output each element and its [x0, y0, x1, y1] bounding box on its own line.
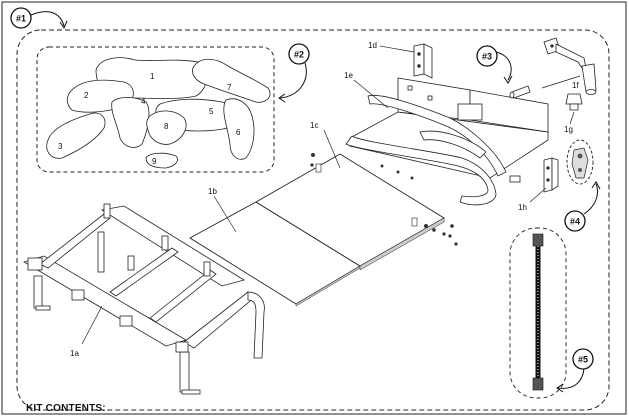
bracket-1h [543, 157, 559, 193]
callout-5: #5 [556, 348, 594, 393]
leader-1g [569, 111, 575, 125]
part-label-1h: 1h [518, 203, 527, 212]
log-label-6: 6 [236, 128, 241, 137]
kit-contents-heading: KIT CONTENTS: [26, 403, 106, 414]
callout-5-arrow [557, 368, 585, 389]
log-set-enclosure [36, 46, 275, 173]
leader-1c [323, 129, 341, 169]
orifice-fitting [509, 85, 531, 99]
log-labels: 1 2 3 4 5 6 7 8 9 [58, 72, 241, 166]
log-label-9: 9 [152, 157, 157, 166]
callout-1: #1 [10, 7, 68, 30]
callout-3-arrow [495, 51, 512, 81]
log-4 [111, 97, 150, 148]
log-label-2: 2 [84, 91, 89, 100]
log-label-7: 7 [227, 83, 232, 92]
part-label-1a: 1a [70, 349, 79, 358]
part-label-1d: 1d [368, 41, 377, 50]
part-label-1g: 1g [564, 125, 573, 134]
burner-1e [345, 77, 549, 206]
log-3 [46, 112, 106, 159]
callout-2: #2 [278, 43, 310, 103]
leader-1d [379, 45, 415, 53]
kit-enclosure [16, 29, 610, 411]
leader-1b [213, 195, 237, 233]
log-label-5: 5 [209, 107, 214, 116]
flex-connector [509, 227, 567, 399]
callout-4-label: #4 [570, 217, 580, 227]
leader-1e [353, 79, 389, 109]
leader-1a [81, 305, 103, 345]
valve-assembly [566, 139, 594, 185]
part-label-1c: 1c [310, 121, 318, 130]
part-label-1e: 1e [344, 71, 353, 80]
callout-1-label: #1 [16, 14, 26, 24]
log-label-1: 1 [150, 72, 155, 81]
log-9-ember [145, 152, 178, 169]
callout-2-label: #2 [294, 50, 304, 60]
part-label-1b: 1b [208, 187, 217, 196]
log-7 [192, 58, 271, 103]
part-label-1f: 1f [572, 81, 579, 90]
leader-1f [541, 75, 581, 89]
log-set [46, 57, 271, 169]
callout-3-label: #3 [482, 52, 492, 62]
log-8 [146, 110, 187, 145]
log-6 [223, 98, 255, 160]
screws [310, 153, 458, 246]
bracket-1d [413, 43, 433, 79]
callout-4-arrow [583, 183, 598, 215]
pipe-1f [543, 37, 597, 95]
callout-2-arrow [279, 62, 307, 99]
leader-1h [529, 187, 547, 203]
callout-5-label: #5 [578, 355, 588, 365]
log-label-8: 8 [164, 122, 169, 131]
callout-1-arrow [30, 11, 65, 27]
grate-1a [23, 203, 265, 395]
callout-4: #4 [564, 181, 601, 232]
pan-1c [255, 153, 445, 271]
callout-3: #3 [476, 45, 513, 84]
fitting-1g [565, 93, 583, 111]
log-label-3: 3 [58, 142, 63, 151]
log-label-4: 4 [141, 97, 146, 106]
